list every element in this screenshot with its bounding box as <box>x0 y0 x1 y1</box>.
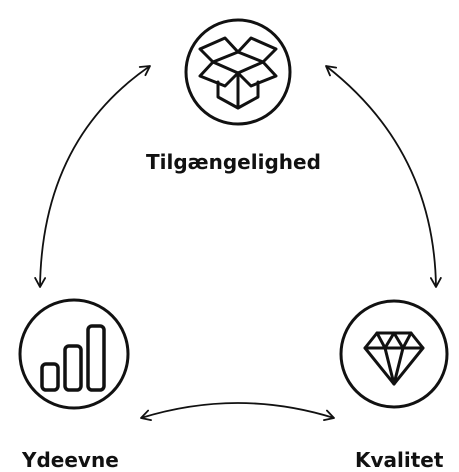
arrow-top-right <box>325 65 442 288</box>
node-right <box>339 299 449 409</box>
arrow-top-left <box>34 65 151 288</box>
node-top <box>184 18 292 126</box>
arrow-left-right <box>140 402 335 422</box>
label-kvalitet: Kvalitet <box>355 448 444 472</box>
diamond-icon <box>363 331 425 386</box>
open-box-icon <box>198 36 278 110</box>
node-left <box>18 298 130 410</box>
node-right-circle <box>339 299 449 409</box>
label-ydeevne: Ydeevne <box>22 448 119 472</box>
bar-chart-icon <box>40 324 106 392</box>
label-tilgaengelighed: Tilgængelighed <box>146 150 321 174</box>
node-left-circle <box>18 298 130 410</box>
